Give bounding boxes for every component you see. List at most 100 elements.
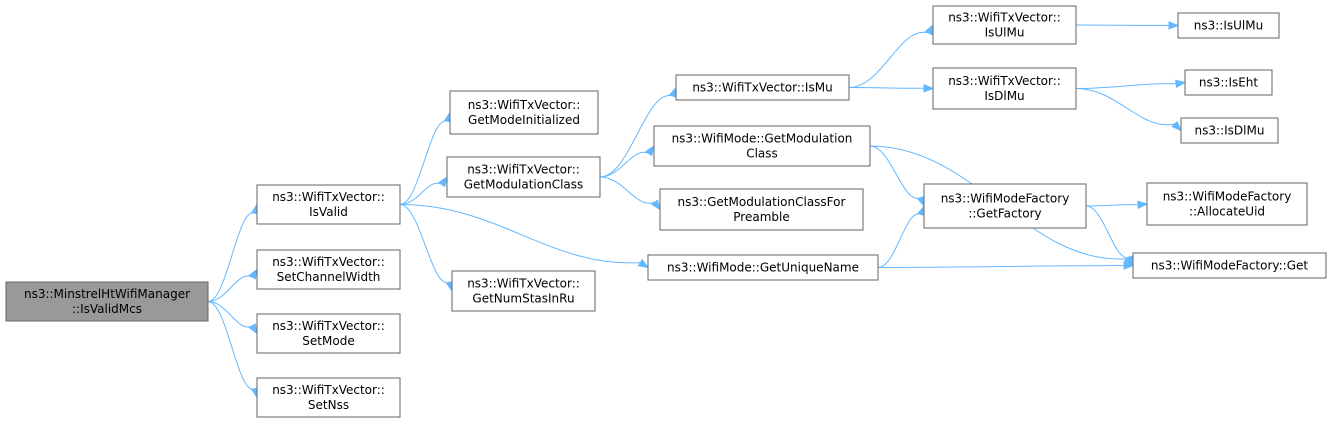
edge-line: [207, 301, 253, 328]
node-isdlmu[interactable]: ns3::IsDlMu: [1180, 117, 1279, 144]
node-getnumstas[interactable]: ns3::WifiTxVector::GetNumStasInRu: [451, 270, 596, 312]
node-box: [256, 249, 401, 290]
edge-isulmu-v-to-isulmu: [1075, 21, 1180, 30]
node-root[interactable]: ns3::MinstrelHtWifiManager::IsValidMcs: [5, 281, 209, 322]
edge-line: [599, 95, 674, 178]
node-getmodeinit[interactable]: ns3::WifiTxVector::GetModeInitialized: [449, 90, 599, 135]
edge-isvalid-to-getmodeinit: [399, 111, 453, 205]
node-setnss[interactable]: ns3::WifiTxVector::SetNss: [256, 377, 401, 418]
node-label-line: ns3::GetModulationClassFor: [678, 195, 846, 209]
node-label-line: ns3::IsDlMu: [1195, 124, 1265, 138]
edge-isvalid-to-getuniquename: [399, 204, 650, 269]
arrowhead: [637, 258, 650, 269]
edge-ismu-to-isulmu-v: [848, 23, 934, 88]
arrowhead: [1175, 79, 1187, 88]
node-label-line: Class: [746, 147, 778, 161]
edge-isvalid-to-getmodclass: [399, 175, 448, 205]
edge-ismu-to-isdlmu-v: [848, 83, 935, 93]
node-label-line: GetNumStasInRu: [472, 292, 574, 306]
node-box: [1132, 252, 1327, 279]
node-isulmu[interactable]: ns3::IsUlMu: [1177, 12, 1280, 39]
edge-line: [877, 213, 922, 268]
arrowhead: [645, 144, 655, 157]
node-box: [675, 74, 850, 101]
node-box: [1177, 12, 1280, 39]
arrowhead: [438, 175, 448, 188]
node-getmodclass[interactable]: ns3::WifiTxVector::GetModulationClass: [446, 156, 601, 198]
node-label-line: ns3::WifiMode::GetUniqueName: [667, 261, 859, 275]
node-box: [923, 183, 1087, 229]
node-label-line: ns3::WifiTxVector::: [948, 11, 1061, 25]
edge-line: [399, 120, 449, 205]
edge-isdlmu-v-to-iseht: [1075, 79, 1187, 89]
edge-line: [399, 204, 641, 264]
arrowhead: [1137, 200, 1149, 209]
node-wm-getmodclass[interactable]: ns3::WifiMode::GetModulationClass: [653, 125, 871, 167]
node-box: [647, 254, 879, 281]
edge-line: [207, 212, 256, 302]
node-isvalid[interactable]: ns3::WifiTxVector::IsValid: [256, 184, 401, 225]
node-label-line: ::GetFactory: [968, 207, 1041, 221]
node-label-line: Preamble: [733, 210, 789, 224]
node-mfget[interactable]: ns3::WifiModeFactory::Get: [1132, 252, 1327, 279]
node-label-line: ns3::WifiTxVector::: [468, 98, 581, 112]
node-box: [256, 377, 401, 418]
node-setmode[interactable]: ns3::WifiTxVector::SetMode: [256, 313, 401, 354]
edge-line: [1075, 88, 1175, 126]
node-allocuid[interactable]: ns3::WifiModeFactory::AllocateUid: [1146, 182, 1308, 226]
node-getfactory[interactable]: ns3::WifiModeFactory::GetFactory: [923, 183, 1087, 229]
node-box: [256, 313, 401, 354]
edge-root-to-isvalid: [207, 203, 260, 302]
edge-isvalid-to-getnumstas: [399, 204, 454, 293]
node-box: [449, 90, 599, 135]
node-label-line: ::IsValidMcs: [72, 302, 142, 316]
node-label-line: IsDlMu: [984, 89, 1024, 103]
node-label-line: ns3::WifiTxVector::: [272, 383, 385, 397]
arrowhead: [650, 199, 661, 211]
node-label-line: ns3::WifiMode::GetModulation: [672, 132, 853, 146]
node-box: [256, 184, 401, 225]
node-box: [451, 270, 596, 312]
edge-line: [1085, 204, 1139, 207]
edge-line: [877, 265, 1125, 268]
node-label-line: ns3::WifiModeFactory::Get: [1151, 259, 1308, 273]
node-label-line: ns3::WifiTxVector::: [948, 74, 1061, 88]
arrowhead: [668, 86, 677, 98]
node-box: [932, 5, 1077, 45]
edge-line: [399, 204, 451, 284]
node-label-line: ns3::WifiTxVector::: [467, 163, 580, 177]
node-box: [932, 67, 1077, 110]
node-label-line: SetChannelWidth: [277, 270, 381, 284]
edge-line: [1085, 205, 1131, 259]
node-iseht[interactable]: ns3::IsEht: [1184, 69, 1273, 96]
edge-line: [399, 182, 443, 205]
node-label-line: ns3::WifiTxVector::: [467, 277, 580, 291]
node-label-line: IsValid: [309, 205, 348, 219]
edge-line: [869, 145, 922, 199]
node-label-line: ns3::WifiTxVector::: [272, 190, 385, 204]
node-label-line: ns3::WifiTxVector::: [272, 255, 385, 269]
node-box: [653, 125, 871, 167]
node-isdlmu-v[interactable]: ns3::WifiTxVector::IsDlMu: [932, 67, 1077, 110]
node-label-line: ns3::IsUlMu: [1194, 19, 1263, 33]
node-label-line: GetModulationClass: [464, 178, 584, 192]
node-box: [5, 281, 209, 322]
node-label-line: ns3::IsEht: [1199, 76, 1259, 90]
node-ismu[interactable]: ns3::WifiTxVector::IsMu: [675, 74, 850, 101]
edge-getuniquename-to-getfactory: [877, 204, 926, 268]
edge-root-to-setnss: [207, 301, 260, 399]
node-getuniquename[interactable]: ns3::WifiMode::GetUniqueName: [647, 254, 879, 281]
node-isulmu-v[interactable]: ns3::WifiTxVector::IsUlMu: [932, 5, 1077, 45]
edge-root-to-setchw: [207, 268, 258, 302]
node-box: [1184, 69, 1273, 96]
node-setchw[interactable]: ns3::WifiTxVector::SetChannelWidth: [256, 249, 401, 290]
arrowhead: [1171, 120, 1182, 132]
nodes-layer: ns3::MinstrelHtWifiManager::IsValidMcsns…: [5, 5, 1327, 418]
edge-line: [207, 301, 256, 390]
node-label-line: IsUlMu: [985, 26, 1025, 40]
edge-line: [848, 31, 929, 88]
arrowhead: [1123, 261, 1135, 270]
node-box: [659, 188, 864, 231]
